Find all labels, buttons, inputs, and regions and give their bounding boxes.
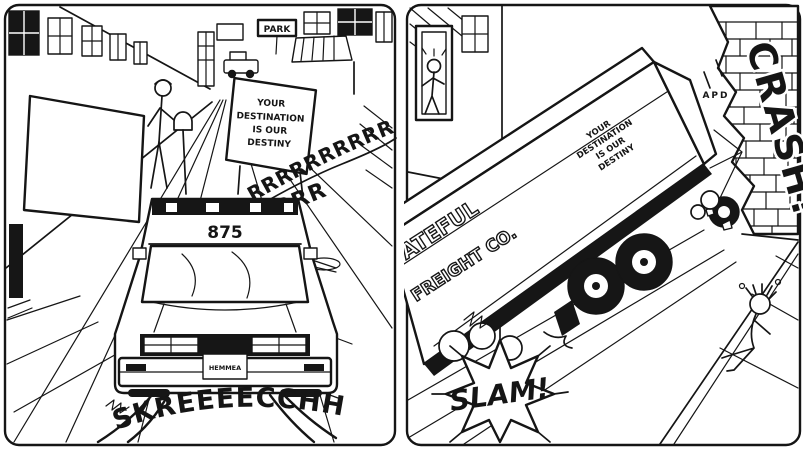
mud-scribble [543,331,573,349]
billboard-posts [237,165,304,199]
window [47,17,73,55]
comic-panel-1: PARK YOUR DESTINATION I [2,2,398,450]
smoke-puffs [438,311,523,362]
comic-panel-2: ATEFUL FREIGHT CO. YOUR DESTINATION IS O… [404,2,803,450]
car-number-label: 875 [207,223,243,243]
destiny-billboard: YOUR DESTINATION IS OUR DESTINY [224,76,318,176]
panel-2-drawing: ATEFUL FREIGHT CO. YOUR DESTINATION IS O… [404,3,803,447]
rear-wheel [615,233,673,291]
billboard-line: DESTINY [247,138,292,150]
tire-left [128,389,170,397]
park-sign: PARK [256,18,298,55]
truck-cab [652,60,718,166]
tire-right [280,389,322,397]
spiky-hair [745,283,777,300]
billboard-line: DESTINATION [236,111,304,125]
background-car [223,51,259,79]
blank-wall-sign [22,94,146,224]
striped-awning [291,35,353,63]
park-sign-label: PARK [264,25,292,35]
window [303,11,331,35]
rear-wheel [567,257,625,315]
window [375,11,393,43]
light-bar [152,200,298,215]
left-building [5,6,213,319]
license-plate-text: HEMMEA [209,364,241,372]
dazed-pedestrian [721,278,782,372]
crack-lines [709,129,743,199]
side-mirror-left [132,247,147,260]
window [8,10,40,56]
window [461,15,489,53]
brick-wall: APD [701,4,800,241]
mud-flap [554,300,580,336]
right-building: PARK [197,8,393,189]
distant-buildings [197,23,244,87]
undercarriage [424,164,712,376]
panel-1-drawing: PARK YOUR DESTINATION I [3,3,397,447]
freight-truck: ATEFUL FREIGHT CO. YOUR DESTINATION IS O… [404,46,740,376]
billboard-line: YOUR [256,98,286,110]
impact-dust [690,59,723,220]
license-plate: HEMMEA [202,349,248,380]
dark-doorway [9,224,23,298]
window [109,33,127,61]
background-building [407,5,503,191]
skid-marks [96,393,338,444]
side-mirror-right [303,247,318,260]
wall-sign-label: APD [702,91,729,101]
billboard-line: IS OUR [252,125,287,137]
window [81,25,103,57]
window [133,41,148,65]
pedestrian [147,79,175,189]
parking-meter [173,111,193,195]
police-car: 875 [113,197,339,397]
startled-bystander [421,47,447,115]
headlight-left [143,336,199,354]
headlight-right [251,336,307,354]
window [337,8,373,36]
debris-chunk [721,219,733,231]
wall-hatching [359,105,393,189]
hood-lines [151,301,299,333]
windshield [140,244,310,304]
